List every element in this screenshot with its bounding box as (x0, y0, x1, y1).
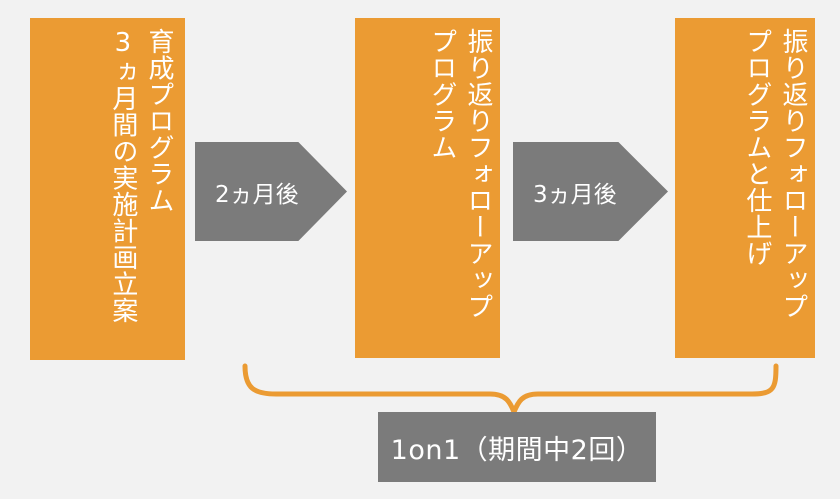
phase-2-secondary-label: プログラム (426, 28, 457, 161)
phase-3-secondary-label: プログラムと仕上げ (741, 28, 772, 267)
phase-box-2[interactable]: 振り返りフォローアップ プログラム (355, 18, 500, 358)
phase-1-primary-label: 育成プログラム (144, 28, 174, 214)
phase-3-primary-label: 振り返りフォローアップ (778, 28, 808, 320)
phase-2-primary-label: 振り返りフォローアップ (463, 28, 493, 320)
brace-caption-bar: 1on1（期間中2回） (378, 412, 656, 482)
phase-1-secondary-label: 3ヵ月間の実施計画立案 (107, 28, 138, 324)
phase-box-1[interactable]: 育成プログラム 3ヵ月間の実施計画立案 (30, 18, 185, 360)
arrow-2-months: 2ヵ月後 (195, 142, 347, 241)
phase-box-3[interactable]: 振り返りフォローアップ プログラムと仕上げ (675, 18, 815, 358)
arrow-3-months: 3ヵ月後 (513, 142, 668, 241)
brace-connector (238, 360, 783, 418)
